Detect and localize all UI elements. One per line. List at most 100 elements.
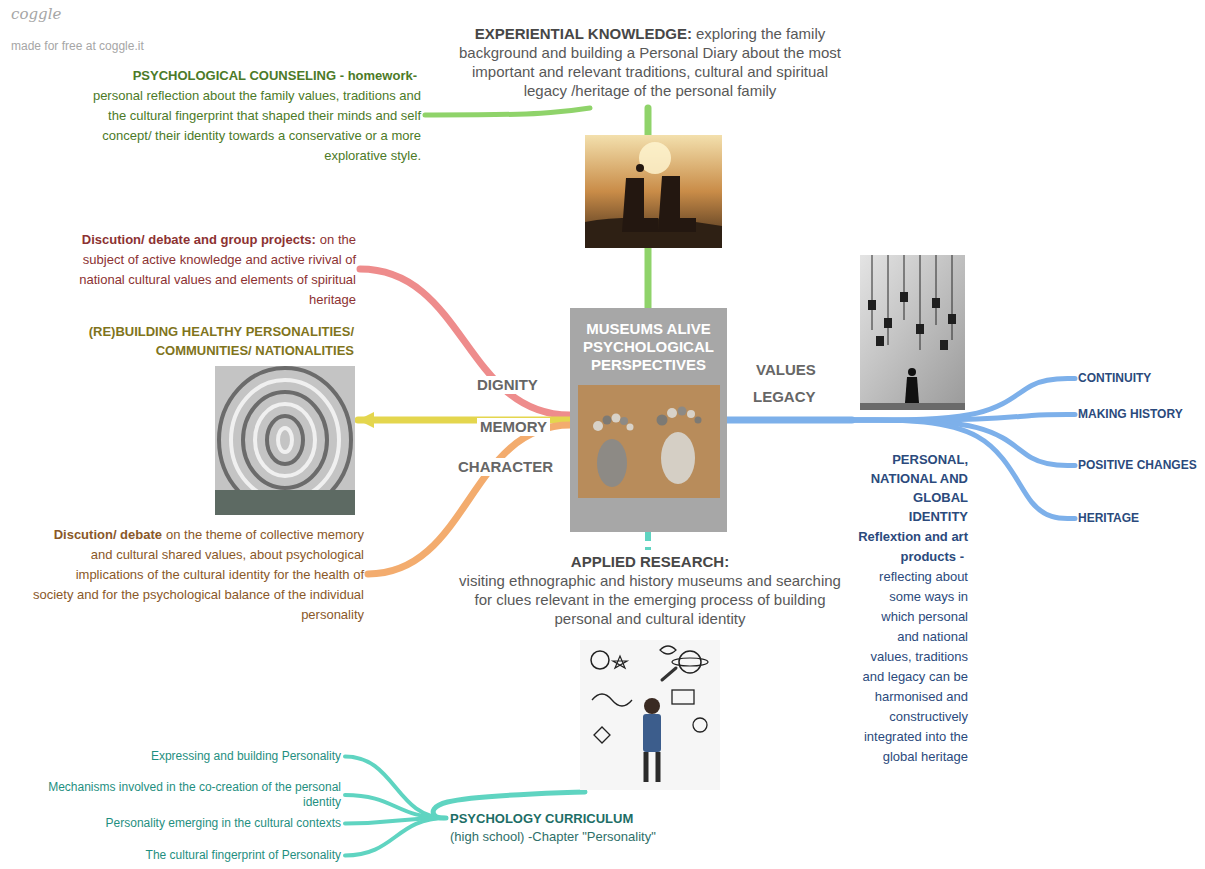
topic-heading: EXPERIENTIAL KNOWLEDGE: [475,25,692,42]
fingerprint-ring [267,416,303,464]
topic-text: personal reflection about the family val… [93,88,421,163]
topic-heading: APPLIED RESEARCH: [459,552,841,571]
branch-connector [425,108,590,115]
fingerprint-building-photo [215,366,355,515]
topic-heading: POSITIVE CHANGES [1078,458,1197,473]
doodle-wave [592,694,632,706]
topic-text: Personality emerging in the cultural con… [24,816,341,831]
fingerprint-ring [278,428,292,452]
topic-text: reflecting about some ways in which pers… [862,569,968,764]
leaf-topic: MAKING HISTORY [1075,405,1186,424]
boot [658,176,696,232]
topic-heading: MAKING HISTORY [1078,407,1183,422]
branch-topic: PSYCHOLOGICAL COUNSELING - homework-pers… [80,63,425,167]
topic-text: Expressing and building Personality [24,749,341,764]
topic-text: Mechanisms involved in the co-creation o… [24,780,341,810]
street [215,490,355,515]
doodle [594,727,610,743]
branch-topic: (RE)BUILDING HEALTHY PERSONALITIES/ COMM… [30,320,358,520]
footprints-photo [578,385,720,498]
stone-toe [603,416,612,425]
topic-text: The cultural fingerprint of Personality [24,848,341,863]
boot [622,178,658,232]
topic-heading: HERITAGE [1078,511,1139,526]
leaf-topic: Personality emerging in the cultural con… [20,814,345,833]
stone-toe [657,415,668,426]
topic-heading: MUSEUMS ALIVE PSYCHOLOGICAL PERSPECTIVES [576,320,721,374]
doodle-child-photo [580,640,720,790]
doodle-star [613,656,627,668]
topic-heading: PSYCHOLOGY CURRICULUM [450,810,742,828]
topic-text: visiting ethnographic and history museum… [459,571,841,628]
branch-keyword: LEGACY [750,388,819,406]
child-arm [662,668,676,680]
doodle-wall [580,640,720,790]
wall [860,255,965,410]
leaf-topic: POSITIVE CHANGES [1075,456,1200,475]
topic-heading: PERSONAL, NATIONAL AND GLOBAL IDENTITY [856,450,968,526]
visitor-body [905,377,919,403]
leaf-topic: Expressing and building Personality [20,747,345,766]
topic-heading: Discution/ debate and group projects: [82,232,316,247]
branch-keyword: VALUES [753,361,819,379]
doodle-ring [672,658,708,666]
branch-connector [645,532,651,550]
topic-heading: CONTINUITY [1078,371,1151,386]
hanging-notes [868,292,956,350]
floor [860,403,965,410]
branch-topic: APPLIED RESEARCH:visiting ethnographic a… [455,550,845,792]
doodle [672,690,694,704]
fingerprint-ring [231,380,339,500]
topic-heading: (RE)BUILDING HEALTHY PERSONALITIES/ COMM… [34,322,354,360]
branch-keyword: DIGNITY [474,376,541,394]
branch-connector [360,269,570,415]
stone-toe [667,408,677,418]
child-head [644,698,660,714]
doodle-planet [679,651,701,673]
memory-wall-photo [860,255,965,410]
child-body [643,714,661,752]
branch-topic: Discution/ debate and group projects:on … [40,227,360,311]
branch-keyword: CHARACTER [455,458,556,476]
sunset-sky [585,135,722,248]
branch-connector [727,417,852,424]
topic-text: (high school) -Chapter "Personality" [450,828,742,846]
branch-connector [345,795,446,818]
branch-keyword: MEMORY [477,418,550,436]
child-legs [646,752,658,782]
branch-connector [345,757,446,819]
stone-toe [612,414,621,423]
stone-toe [695,417,702,424]
leaf-topic: The cultural fingerprint of Personality [20,846,345,865]
branch-topic: EXPERIENTIAL KNOWLEDGE:exploring the fam… [455,22,845,108]
doodle [660,646,676,654]
stone-sole [597,439,627,487]
building-ground [215,366,355,515]
stone-sole [661,432,695,484]
topic-heading: PSYCHOLOGICAL COUNSELING - homework- [133,68,417,83]
watermark: coggle [8,5,64,23]
watermark: made for free at coggle.it [8,37,147,55]
leaf-topic: CONTINUITY [1075,369,1154,388]
stone-toe [593,421,603,431]
central-topic: MUSEUMS ALIVE PSYCHOLOGICAL PERSPECTIVES [570,308,727,532]
branch-topic: PSYCHOLOGY CURRICULUM(high school) -Chap… [446,808,746,848]
doodle [693,718,707,732]
sand-ground [578,385,720,498]
fingerprint-ring [255,404,315,476]
topic-heading: Reflextion and art products - [858,529,968,564]
tiny-figure [636,164,644,172]
leaf-topic: Mechanisms involved in the co-creation o… [20,778,345,812]
branch-topic: PERSONAL, NATIONAL AND GLOBAL IDENTITYRe… [852,250,972,780]
branch-connector [368,425,570,574]
visitor-head [908,368,916,376]
boots-photo [585,135,722,248]
fingerprint-ring [243,392,327,488]
doodle [591,651,609,669]
stone-toe [687,410,695,418]
leaf-topic: HERITAGE [1075,509,1142,528]
branch-connector [345,818,446,856]
topic-heading: Discution/ debate [54,527,162,542]
